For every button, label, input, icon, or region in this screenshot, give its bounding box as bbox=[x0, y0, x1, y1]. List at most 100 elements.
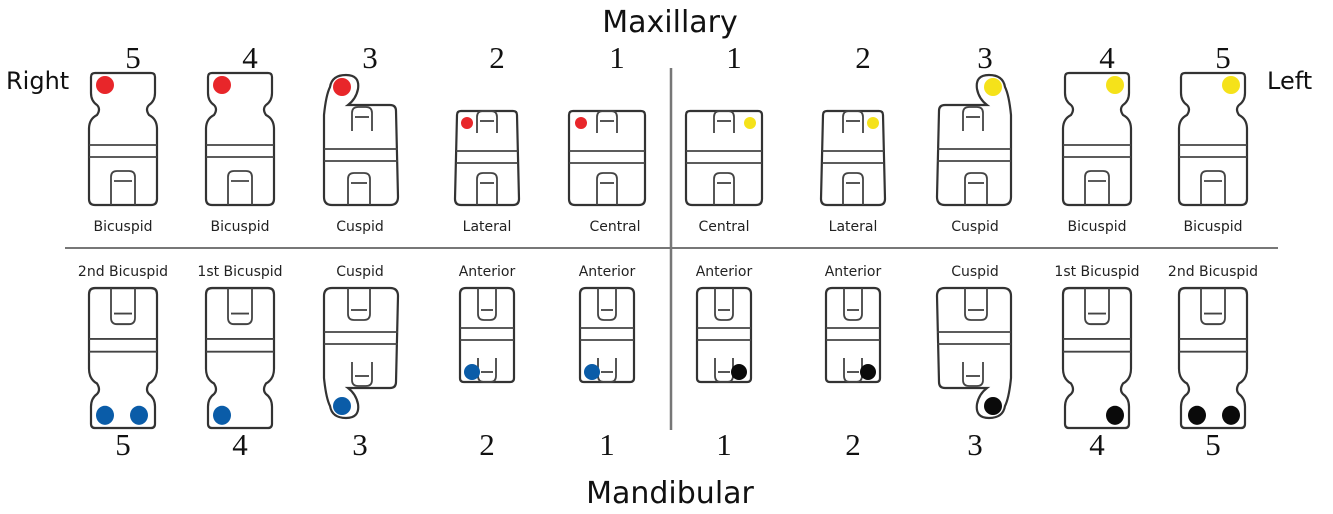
bracket-shape bbox=[453, 109, 521, 207]
tie-wing-slot bbox=[596, 172, 618, 205]
id-dot-marker bbox=[1222, 405, 1240, 425]
bracket-shape bbox=[1061, 286, 1133, 430]
lower-bracket-left-3: Cuspid 3 bbox=[935, 264, 1013, 462]
tie-wing-slot bbox=[1084, 288, 1110, 326]
id-dot-marker bbox=[96, 405, 114, 425]
id-dot-marker bbox=[1106, 405, 1124, 425]
bracket-outline bbox=[819, 109, 887, 207]
id-dot-marker bbox=[860, 364, 876, 380]
id-dot-marker bbox=[1106, 76, 1124, 94]
tie-wing-slot bbox=[351, 106, 373, 131]
upper-bracket-right-4: Bicuspid 4 bbox=[204, 40, 276, 235]
upper-bracket-left-5: Bicuspid 5 bbox=[1177, 40, 1249, 235]
bracket-outline bbox=[1177, 71, 1249, 207]
tie-wing-slot bbox=[1200, 288, 1226, 326]
tie-wing-slot bbox=[842, 172, 864, 205]
id-dot-marker bbox=[333, 397, 351, 415]
tooth-label: 2nd Bicuspid bbox=[1168, 264, 1258, 280]
tie-wing-slot bbox=[964, 172, 988, 205]
tooth-number: 2 bbox=[479, 427, 495, 462]
bracket-outline bbox=[824, 286, 882, 384]
tooth-label: Anterior bbox=[696, 264, 753, 280]
bracket-shape bbox=[1061, 71, 1133, 207]
bracket-shape bbox=[87, 71, 159, 207]
lower-bracket-left-4: 1st Bicuspid 4 bbox=[1054, 264, 1139, 462]
tie-wing-slot bbox=[476, 172, 498, 205]
tie-wing-slot bbox=[713, 110, 735, 133]
tooth-number: 3 bbox=[967, 427, 983, 462]
bracket-shape bbox=[1177, 71, 1249, 207]
tooth-number: 1 bbox=[609, 40, 625, 75]
tie-wing-slot bbox=[110, 288, 136, 326]
mandibular-title: Mandibular bbox=[586, 476, 754, 511]
tooth-label: 1st Bicuspid bbox=[197, 264, 282, 280]
tooth-label: Bicuspid bbox=[1183, 219, 1242, 235]
id-dot-marker bbox=[731, 364, 747, 380]
id-dot-marker bbox=[96, 76, 114, 94]
bracket-outline bbox=[87, 71, 159, 207]
tie-wing-slot bbox=[843, 288, 863, 321]
tie-wing-slot bbox=[842, 110, 864, 133]
bracket-outline bbox=[322, 286, 400, 420]
tie-wing-slot bbox=[843, 358, 863, 383]
tooth-number: 4 bbox=[242, 40, 258, 75]
bracket-outline bbox=[935, 286, 1013, 420]
tooth-label: Cuspid bbox=[951, 264, 999, 280]
bracket-outline bbox=[567, 109, 647, 207]
tie-wing-slot bbox=[597, 358, 617, 383]
id-dot-marker bbox=[213, 405, 231, 425]
id-dot-marker bbox=[130, 405, 148, 425]
tooth-label: 1st Bicuspid bbox=[1054, 264, 1139, 280]
tie-wing-slot bbox=[714, 358, 734, 383]
tie-wing-slot bbox=[476, 110, 498, 133]
tooth-label: Anterior bbox=[579, 264, 636, 280]
maxillary-title: Maxillary bbox=[602, 5, 738, 40]
tooth-label: Bicuspid bbox=[210, 219, 269, 235]
tooth-label: Cuspid bbox=[336, 264, 384, 280]
tooth-number: 5 bbox=[1205, 427, 1221, 462]
tie-wing-slot bbox=[477, 358, 497, 383]
tie-wing-slot bbox=[477, 288, 497, 321]
tooth-number: 2 bbox=[489, 40, 505, 75]
tooth-number: 5 bbox=[125, 40, 141, 75]
lower-bracket-left-5: 2nd Bicuspid 5 bbox=[1168, 264, 1258, 462]
id-dot-marker bbox=[461, 117, 473, 129]
tie-wing-slot bbox=[964, 288, 988, 321]
tie-wing-slot bbox=[1200, 170, 1226, 205]
tie-wing-slot bbox=[962, 106, 984, 131]
tooth-label: Lateral bbox=[829, 219, 878, 235]
bracket-shape bbox=[819, 109, 887, 207]
tooth-number: 2 bbox=[845, 427, 861, 462]
tooth-number: 4 bbox=[1089, 427, 1105, 462]
tie-wing-slot bbox=[347, 288, 371, 321]
tooth-number: 3 bbox=[977, 40, 993, 75]
tie-wing-slot bbox=[714, 288, 734, 321]
id-dot-marker bbox=[984, 78, 1002, 96]
bracket-outline bbox=[322, 73, 400, 207]
tie-wing-slot bbox=[962, 362, 984, 387]
tie-wing-slot bbox=[110, 170, 136, 205]
tie-wing-slot bbox=[227, 288, 253, 326]
bracket-outline bbox=[695, 286, 753, 384]
right-label: Right bbox=[6, 67, 69, 95]
bracket-outline bbox=[204, 286, 276, 430]
bracket-shape bbox=[1177, 286, 1249, 430]
bracket-shape bbox=[87, 286, 159, 430]
left-label: Left bbox=[1267, 67, 1312, 95]
id-dot-marker bbox=[333, 78, 351, 96]
tooth-number: 5 bbox=[1215, 40, 1231, 75]
id-dot-marker bbox=[1222, 76, 1240, 94]
tooth-label: 2nd Bicuspid bbox=[78, 264, 168, 280]
bracket-outline bbox=[684, 109, 764, 207]
tooth-label: Bicuspid bbox=[1067, 219, 1126, 235]
